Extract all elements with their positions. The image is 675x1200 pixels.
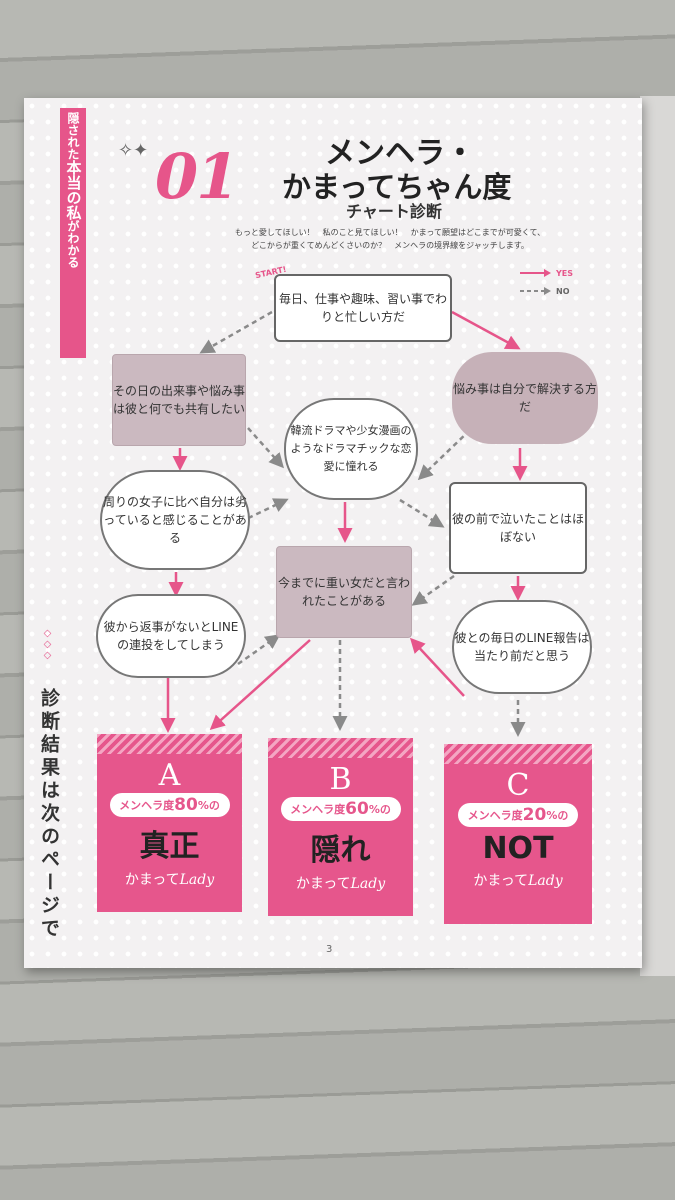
node-share: その日の出来事や悩み事は彼と何でも共有したい bbox=[112, 354, 246, 446]
node-self-solve: 悩み事は自分で解決する方だ bbox=[452, 352, 598, 444]
result-b-letter: B bbox=[329, 762, 352, 797]
sparkle-icon: ✧✦ bbox=[118, 140, 149, 161]
result-b-kamatte: かまってLady bbox=[295, 876, 386, 892]
arrow-no-6-7 bbox=[411, 574, 455, 606]
arrow-no-1-2 bbox=[199, 310, 273, 354]
arrow-no-8-7 bbox=[237, 634, 281, 666]
result-c-letter: C bbox=[506, 768, 530, 803]
result-b-stripe bbox=[268, 738, 413, 758]
description-line1: もっと愛してほしい！ 私のこと見てほしい！ かまって願望はどこまでが可愛くて、 bbox=[234, 228, 546, 237]
result-c-title: NOT bbox=[482, 831, 554, 866]
description-line2: どこからが重くてめんどくさいのか？ メンヘラの境界線をジャッチします。 bbox=[251, 241, 529, 250]
result-b-title: 隠れ bbox=[310, 833, 371, 868]
result-c-kamatte: かまってLady bbox=[473, 873, 563, 889]
result-c-stripe bbox=[444, 744, 592, 764]
legend-no: NO bbox=[520, 282, 573, 300]
node-line-spam: 彼から返事がないとLINEの連投をしてしまう bbox=[96, 594, 246, 678]
arrow-yes-1-3 bbox=[451, 310, 521, 350]
legend-yes-label: YES bbox=[556, 268, 574, 278]
side-band-text: 隠された本当の私がわかる bbox=[60, 112, 86, 268]
arrow-no-4-6 bbox=[399, 498, 445, 528]
chart-number: 01 bbox=[155, 140, 239, 213]
side-note: 診断結果は次のページで bbox=[38, 688, 60, 941]
no-arrow-icon bbox=[520, 287, 551, 295]
result-a-kamatte: かまってLady bbox=[124, 872, 215, 888]
side-band-post: がわかる bbox=[66, 220, 80, 268]
description: もっと愛してほしい！ 私のこと見てほしい！ かまって願望はどこまでが可愛くて、 … bbox=[210, 226, 570, 252]
arrow-yes-9-7 bbox=[409, 637, 465, 697]
side-band-pre: 隠された bbox=[66, 112, 80, 160]
result-a-stripe bbox=[97, 734, 242, 754]
yes-arrow-icon bbox=[520, 269, 551, 277]
node-heavy: 今までに重い女だと言われたことがある bbox=[276, 546, 412, 638]
title-line3: チャート診断 bbox=[346, 202, 442, 221]
result-a-letter: A bbox=[158, 758, 181, 793]
legend: YES NO bbox=[520, 264, 573, 300]
arrow-no-2-4 bbox=[247, 427, 285, 469]
legend-no-label: NO bbox=[556, 286, 570, 296]
title-line1: メンヘラ・ bbox=[325, 136, 475, 171]
node-line-daily: 彼との毎日のLINE報告は当たり前だと思う bbox=[452, 600, 592, 694]
node-never-cried: 彼の前で泣いたことはほぼない bbox=[449, 482, 587, 574]
next-page-edge bbox=[640, 96, 675, 976]
arrow-yes-7-A bbox=[209, 639, 311, 731]
node-drama: 韓流ドラマや少女漫画のようなドラマチックな恋愛に憧れる bbox=[284, 398, 418, 500]
node-busy: 毎日、仕事や趣味、習い事でわりと忙しい方だ bbox=[274, 274, 452, 342]
side-band-highlight: 本当の私 bbox=[64, 160, 83, 220]
legend-yes: YES bbox=[520, 264, 573, 282]
arrow-no-3-4 bbox=[417, 429, 471, 481]
page-number: 3 bbox=[326, 944, 333, 955]
result-a-title: 真正 bbox=[139, 829, 200, 864]
side-band bbox=[60, 108, 86, 358]
title-line2: かまってちゃん度 bbox=[282, 170, 512, 204]
side-dots: ◇◇◇ bbox=[42, 628, 53, 661]
node-inferior: 周りの女子に比べ自分は劣っていると感じることがある bbox=[100, 470, 250, 570]
